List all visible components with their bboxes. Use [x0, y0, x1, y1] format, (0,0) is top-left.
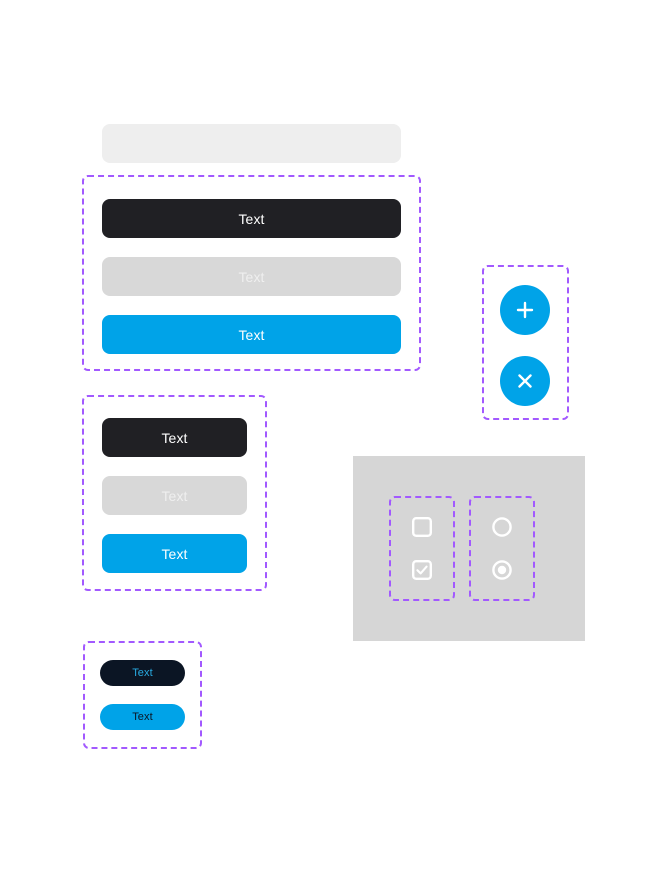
wide-button-primary[interactable]: Text — [102, 315, 401, 354]
close-icon — [513, 369, 537, 393]
radio-unselected-icon — [491, 516, 513, 538]
checkbox-checked-icon — [411, 559, 433, 581]
radio-unselected[interactable] — [491, 516, 513, 538]
medium-button-disabled[interactable]: Text — [102, 476, 247, 515]
wide-button-group-outline — [82, 175, 421, 371]
small-pill-button-group-outline — [83, 641, 202, 749]
medium-button-group-outline — [82, 395, 267, 591]
small-pill-button-dark[interactable]: Text — [100, 660, 185, 686]
checkbox-unchecked-icon — [411, 516, 433, 538]
close-fab-button[interactable] — [500, 356, 550, 406]
floating-action-button-group-outline — [482, 265, 569, 420]
selection-controls-panel — [353, 456, 585, 641]
medium-button-dark[interactable]: Text — [102, 418, 247, 457]
checkbox-checked[interactable] — [411, 559, 433, 581]
wide-button-disabled[interactable]: Text — [102, 257, 401, 296]
radio-group-outline — [469, 496, 535, 601]
small-pill-button-blue[interactable]: Text — [100, 704, 185, 730]
checkbox-unchecked[interactable] — [411, 516, 433, 538]
medium-button-primary[interactable]: Text — [102, 534, 247, 573]
plus-icon — [513, 298, 537, 322]
wide-button-dark[interactable]: Text — [102, 199, 401, 238]
radio-selected[interactable] — [491, 559, 513, 581]
empty-input-bar[interactable] — [102, 124, 401, 163]
checkbox-group-outline — [389, 496, 455, 601]
plus-fab-button[interactable] — [500, 285, 550, 335]
radio-selected-icon — [491, 559, 513, 581]
